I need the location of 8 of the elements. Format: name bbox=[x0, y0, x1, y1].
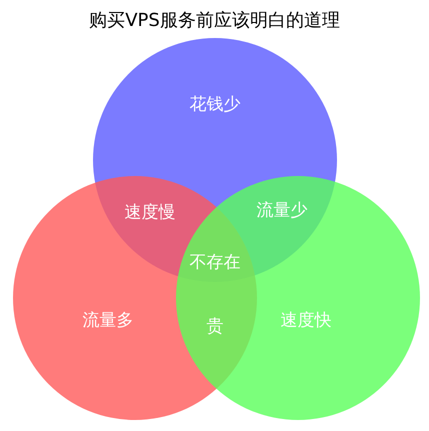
overlap-label: 贵 bbox=[206, 316, 224, 338]
overlap-label: 不存在 bbox=[190, 252, 240, 274]
overlap-label: 流量少 bbox=[256, 200, 308, 222]
diagram-title: 购买VPS服务前应该明白的道理 bbox=[88, 9, 341, 32]
circle-label: 流量多 bbox=[82, 310, 134, 332]
overlap-label: 速度慢 bbox=[124, 202, 176, 224]
circle-label: 花钱少 bbox=[190, 94, 240, 116]
circle-label: 速度快 bbox=[280, 310, 332, 332]
